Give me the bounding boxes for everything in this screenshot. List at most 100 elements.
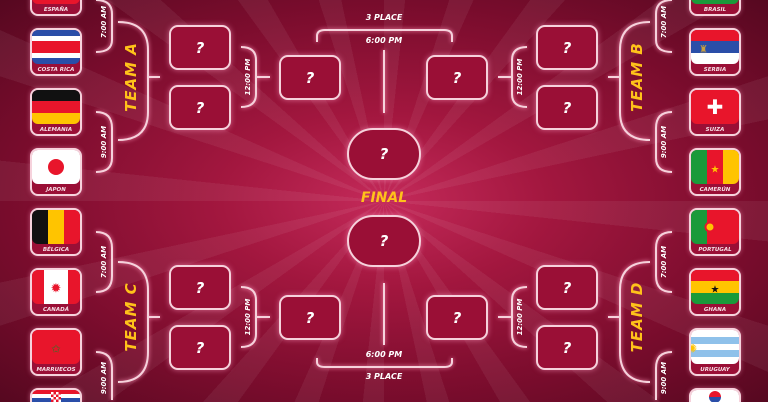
flag-stripe: [691, 30, 739, 42]
striped-flag-icon: [32, 210, 80, 244]
checker-shield-icon: [51, 392, 61, 402]
match-time: 9:00 AM: [660, 125, 668, 159]
flag-stripe: [691, 41, 739, 53]
flag-stripe: [56, 270, 68, 304]
team-name: URUGUAY: [700, 367, 730, 373]
flag-stripe: [691, 343, 739, 351]
flag-stripe: [44, 270, 56, 304]
final-slot-bottom[interactable]: ?: [347, 215, 421, 267]
question-mark: ?: [379, 232, 389, 250]
flag-stripe: [32, 270, 44, 304]
bracket-c-first: [95, 231, 113, 293]
flag-stripe: [32, 47, 80, 53]
quarterfinal-slot[interactable]: ?: [426, 295, 488, 340]
team-flag-card[interactable]: ✩MARRUECOS: [30, 328, 82, 376]
round-of-16-slot[interactable]: ?: [169, 265, 231, 310]
flag-stripe: [32, 101, 80, 113]
flag-stripe: [48, 210, 64, 244]
bracket-b-first: [655, 0, 673, 53]
team-name: GHANA: [703, 307, 727, 313]
striped-flag-icon: [32, 0, 80, 4]
round-of-16-slot[interactable]: ?: [536, 85, 598, 130]
flag-stripe: [32, 35, 80, 42]
flag-stripe: [32, 210, 48, 244]
round-of-16-slot[interactable]: ?: [536, 25, 598, 70]
red-circle-icon: [48, 159, 64, 175]
round-of-16-slot[interactable]: ?: [536, 265, 598, 310]
question-mark: ?: [379, 145, 389, 163]
third-place-label: 3 PLACE: [365, 13, 403, 22]
team-name: BRASIL: [703, 7, 727, 13]
shield-icon: [704, 221, 716, 233]
match-time: 9:00 AM: [660, 361, 668, 395]
green-star-flag-icon: [32, 330, 80, 364]
team-name: ALEMANIA: [39, 127, 73, 133]
group-label-a: TEAM A: [122, 42, 140, 112]
flag-stripe: [707, 150, 723, 184]
bracket-d-group: [608, 261, 651, 383]
green-star-icon: ✩: [51, 342, 61, 356]
quarterfinal-slot[interactable]: ?: [279, 295, 341, 340]
match-time: 12:00 PM: [516, 298, 524, 336]
maple-leaf-flag-icon: [32, 270, 80, 304]
bracket-a-first: [95, 0, 113, 53]
match-time: 7:00 AM: [660, 5, 668, 39]
final-slot-top[interactable]: ?: [347, 128, 421, 180]
team-flag-card[interactable]: ESPAÑA: [30, 0, 82, 16]
flag-stripe: [32, 330, 80, 364]
flag-stripe: [32, 112, 80, 124]
flag-stripe: [32, 90, 80, 102]
team-flag-card[interactable]: PORTUGAL: [689, 208, 741, 256]
team-flag-card[interactable]: BÉLGICA: [30, 208, 82, 256]
team-flag-card[interactable]: JAPON: [30, 148, 82, 196]
round-of-16-slot[interactable]: ?: [169, 325, 231, 370]
third-place-bracket-top: [316, 29, 453, 42]
black-star-flag-icon: [691, 270, 739, 304]
flag-stripe: [691, 270, 739, 282]
third-place-time: 6:00 PM: [365, 350, 403, 359]
team-flag-card[interactable]: ✚SUIZA: [689, 88, 741, 136]
question-mark: ?: [305, 68, 315, 87]
quarterfinal-slot[interactable]: ?: [426, 55, 488, 100]
team-name: PORTUGAL: [698, 247, 732, 253]
team-flag-card[interactable]: ALEMANIA: [30, 88, 82, 136]
question-mark: ?: [452, 68, 462, 87]
round-of-16-slot[interactable]: ?: [169, 25, 231, 70]
yellow-star-icon: ★: [710, 164, 720, 176]
bracket-b-second: [655, 111, 673, 173]
white-cross-icon: ✚: [706, 95, 724, 119]
team-flag-card[interactable]: ★GHANA: [689, 268, 741, 316]
flag-stripe: [691, 350, 739, 358]
match-time: 7:00 AM: [100, 5, 108, 39]
match-time: 9:00 AM: [100, 125, 108, 159]
flag-stripe: [691, 336, 739, 344]
flag-stripe: [691, 90, 739, 124]
match-time: 7:00 AM: [100, 245, 108, 279]
flag-stripe: [32, 58, 80, 64]
quarterfinal-slot[interactable]: ?: [279, 55, 341, 100]
team-flag-card[interactable]: ★ CAMERÚN: [689, 148, 741, 196]
round-of-16-slot[interactable]: ?: [536, 325, 598, 370]
match-time: 12:00 PM: [244, 298, 252, 336]
third-place-bracket-bottom: [316, 358, 453, 368]
sun-flag-icon: [691, 330, 739, 364]
team-name: CAMERÚN: [699, 187, 731, 193]
white-cross-flag-icon: [691, 90, 739, 124]
team-flag-card[interactable]: [30, 388, 82, 402]
flag-stripe: [68, 270, 80, 304]
bracket-d-qf: [498, 286, 528, 348]
question-mark: ?: [562, 338, 572, 357]
team-flag-card[interactable]: ✺URUGUAY: [689, 328, 741, 376]
round-of-16-slot[interactable]: ?: [169, 85, 231, 130]
question-mark: ?: [195, 38, 205, 57]
team-flag-card[interactable]: ♜SERBIA: [689, 28, 741, 76]
flag-stripe: [691, 281, 739, 293]
team-name: CANADÁ: [43, 307, 69, 313]
team-flag-card[interactable]: COSTA RICA: [30, 28, 82, 76]
third-place-label: 3 PLACE: [365, 372, 403, 381]
team-flag-card[interactable]: ✹CANADÁ: [30, 268, 82, 316]
team-flag-card[interactable]: [689, 388, 741, 402]
team-flag-card[interactable]: BRASIL: [689, 0, 741, 16]
